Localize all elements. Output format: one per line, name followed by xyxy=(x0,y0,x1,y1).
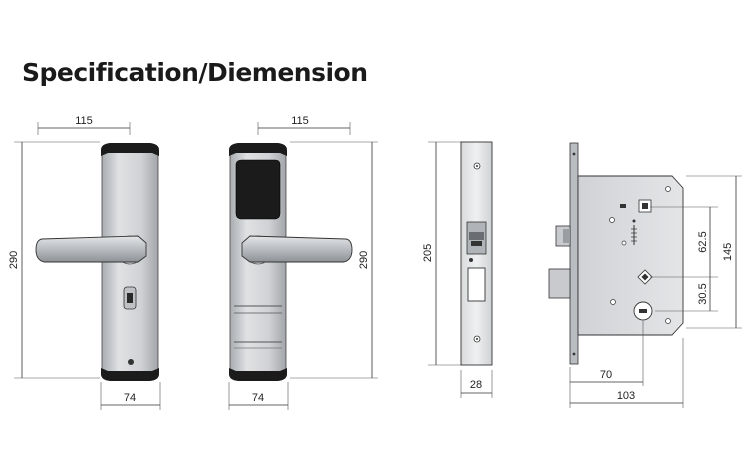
front-width-top-label: 115 xyxy=(75,115,93,127)
mortise-case xyxy=(577,175,684,336)
front-handle-view: 115 290 74 xyxy=(8,115,161,410)
back-bottom-width-dimension: 74 xyxy=(228,382,289,410)
back-width-bottom-label: 74 xyxy=(252,392,264,404)
back-height-dimension: 290 xyxy=(290,141,378,379)
mortise-backset-label: 70 xyxy=(600,369,612,381)
mortise-total-width-label: 103 xyxy=(617,390,635,402)
front-width-bottom-label: 74 xyxy=(124,392,136,404)
faceplate-width-dimension: 28 xyxy=(460,370,493,398)
mortise-total-height-label: 145 xyxy=(722,243,734,261)
back-width-top-label: 115 xyxy=(291,115,309,127)
mortise-lower-label: 30.5 xyxy=(697,283,709,304)
mortise-lower-dimension: 30.5 xyxy=(655,277,718,312)
faceplate-view: 205 28 xyxy=(422,141,493,398)
mortise-upper-label: 62.5 xyxy=(697,231,709,252)
mortise-deadbolt xyxy=(548,268,571,299)
back-top-cap xyxy=(229,143,287,156)
mortise-width-dimension: 103 xyxy=(570,338,684,408)
back-handle-view: 115 290 74 xyxy=(228,115,378,410)
front-top-width-dimension: 115 xyxy=(37,115,131,135)
back-top-width-dimension: 115 xyxy=(257,115,351,135)
back-height-label: 290 xyxy=(358,251,370,269)
front-bottom-width-dimension: 74 xyxy=(100,382,161,410)
faceplate-height-dimension: 205 xyxy=(422,141,462,366)
front-top-cap xyxy=(101,143,159,156)
card-reader-panel xyxy=(235,159,281,220)
front-bottom-cap xyxy=(101,368,159,381)
front-height-dimension: 290 xyxy=(8,141,100,379)
mortise-faceplate-edge xyxy=(569,142,579,365)
mortise-height-dimension: 145 xyxy=(686,175,742,329)
back-bottom-cap xyxy=(229,368,287,381)
mortise-body-view: 145 62.5 30.5 70 103 xyxy=(548,142,742,408)
faceplate-width-label: 28 xyxy=(470,379,482,391)
front-screw-icon xyxy=(128,359,134,365)
mortise-backset-dimension: 70 xyxy=(569,321,644,408)
page-title: Specification/Diemension xyxy=(22,58,368,87)
front-lever-handle xyxy=(35,235,147,263)
mortise-upper-dimension: 62.5 xyxy=(650,206,718,278)
back-lever-handle xyxy=(241,235,353,263)
deadbolt-opening xyxy=(467,267,486,302)
faceplate-height-label: 205 xyxy=(422,244,434,262)
front-height-label: 290 xyxy=(8,251,20,269)
